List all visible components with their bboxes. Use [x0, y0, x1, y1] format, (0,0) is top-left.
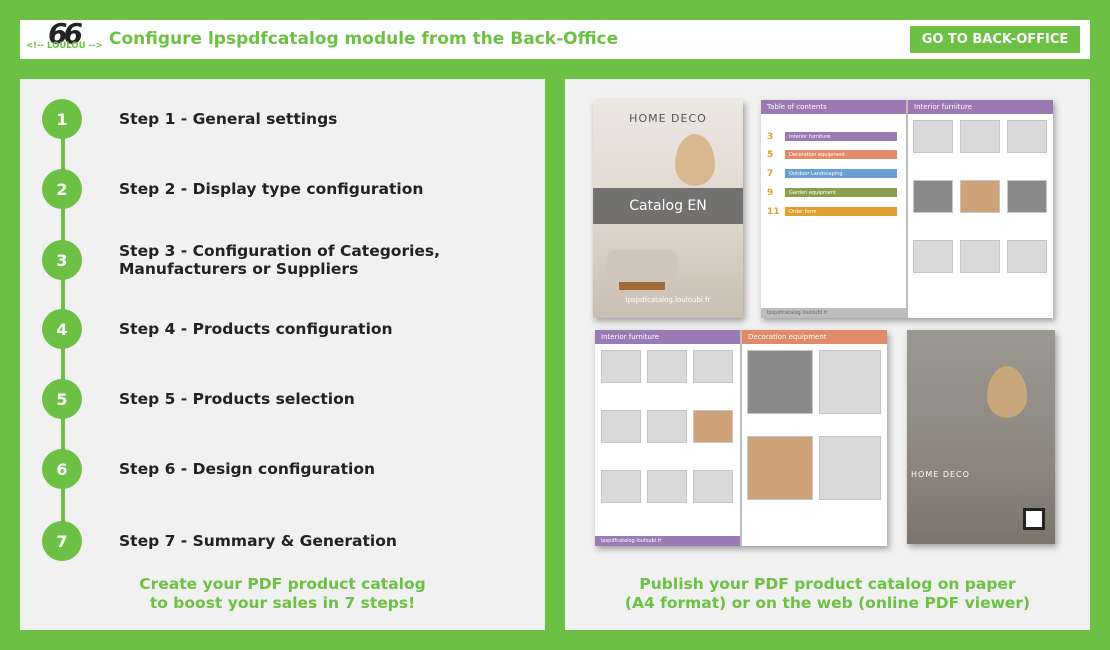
product-thumbnail [747, 350, 813, 414]
catalog-brand: HOME DECO [911, 470, 970, 479]
product-thumbnail [1007, 120, 1047, 153]
step-label: Step 5 - Products selection [119, 390, 355, 408]
section-header: Decoration equipment [742, 330, 887, 344]
toc-page: 3 [767, 131, 774, 142]
step-number-badge: 3 [42, 240, 82, 280]
caption-line: to boost your sales in 7 steps! [149, 594, 416, 612]
toc-label: Outdoor Landscaping [785, 169, 897, 178]
step-label: Step 4 - Products configuration [119, 320, 393, 338]
catalog-products-spread-image: Interior furniture Decoration equipment … [595, 330, 887, 546]
caption-line: Create your PDF product catalog [139, 575, 426, 593]
logo-tagline: <!-- LOULOU --> [26, 41, 103, 51]
step-label: Step 7 - Summary & Generation [119, 532, 397, 550]
product-thumbnail [601, 410, 641, 443]
step-6[interactable]: 6 Step 6 - Design configuration [42, 449, 499, 489]
publish-caption: Publish your PDF product catalog on pape… [565, 575, 1090, 613]
logo[interactable]: 66 <!-- LOULOU --> [26, 17, 114, 57]
toc-label: Garden equipment [785, 188, 897, 197]
catalog-brand: HOME DECO [629, 112, 707, 125]
product-thumbnail [819, 436, 881, 500]
leaf-decoration [987, 366, 1027, 418]
catalog-cover-title: Catalog EN [593, 188, 743, 224]
step-label: Step 2 - Display type configuration [119, 180, 424, 198]
product-thumbnail [1007, 240, 1047, 273]
step-4[interactable]: 4 Step 4 - Products configuration [42, 309, 499, 349]
product-thumbnail [960, 180, 1000, 213]
section-header: Interior furniture [595, 330, 740, 344]
product-thumbnail [960, 120, 1000, 153]
step-label: Step 6 - Design configuration [119, 460, 376, 478]
product-thumbnail [819, 350, 881, 414]
spread-spine [740, 330, 742, 546]
toc-row: 3 Interior furniture [767, 131, 897, 142]
product-thumbnail [913, 120, 953, 153]
qr-code-icon [1023, 508, 1045, 530]
toc-label: Order form [785, 207, 897, 216]
step-number-badge: 1 [42, 99, 82, 139]
step-2[interactable]: 2 Step 2 - Display type configuration [42, 169, 499, 209]
product-thumbnail [647, 350, 687, 383]
toc-label: Decoration equipment [785, 150, 897, 159]
step-number-badge: 5 [42, 379, 82, 419]
catalog-toc-spread-image: Table of contents Interior furniture 3 I… [761, 100, 1053, 318]
product-thumbnail [693, 470, 733, 503]
product-thumbnail [693, 350, 733, 383]
steps-caption: Create your PDF product catalog to boost… [20, 575, 545, 613]
section-header: Interior furniture [908, 100, 1053, 114]
leaf-decoration [675, 134, 715, 186]
caption-line: Publish your PDF product catalog on pape… [639, 575, 1016, 593]
catalog-preview-panel: HOME DECO Catalog EN lpspdfcatalog.loulo… [565, 79, 1090, 630]
catalog-back-cover-image: HOME DECO [907, 330, 1055, 544]
product-thumbnail [913, 180, 953, 213]
catalog-cover-image: HOME DECO Catalog EN lpspdfcatalog.loulo… [593, 100, 743, 318]
product-thumbnail [693, 410, 733, 443]
step-number-badge: 2 [42, 169, 82, 209]
toc-page: 7 [767, 168, 774, 179]
step-5[interactable]: 5 Step 5 - Products selection [42, 379, 499, 419]
toc-header: Table of contents [761, 100, 906, 114]
toc-page: 5 [767, 149, 774, 160]
sofa-illustration [607, 250, 677, 284]
header-bar: 66 <!-- LOULOU --> Configure lpspdfcatal… [20, 17, 1090, 59]
logo-number: 66 [48, 17, 83, 50]
page-title: Configure lpspdfcatalog module from the … [109, 29, 619, 49]
catalog-url: lpspdfcatalog.louloubi.fr [625, 296, 711, 304]
product-thumbnail [647, 410, 687, 443]
go-to-back-office-button[interactable]: GO TO BACK-OFFICE [910, 26, 1080, 53]
toc-row: 7 Outdoor Landscaping [767, 168, 897, 179]
toc-page: 9 [767, 187, 774, 198]
step-number-badge: 6 [42, 449, 82, 489]
product-thumbnail [601, 470, 641, 503]
spread-spine [906, 100, 908, 318]
toc-page: 11 [767, 206, 780, 217]
step-7[interactable]: 7 Step 7 - Summary & Generation [42, 521, 499, 561]
table-illustration [619, 282, 665, 290]
product-thumbnail [913, 240, 953, 273]
product-thumbnail [960, 240, 1000, 273]
toc-label: Interior furniture [785, 132, 897, 141]
step-number-badge: 7 [42, 521, 82, 561]
product-thumbnail [647, 470, 687, 503]
page-footer: lpspdfcatalog.louloubi.fr [595, 536, 740, 546]
product-thumbnail [601, 350, 641, 383]
step-3[interactable]: 3 Step 3 - Configuration of Categories, … [42, 240, 499, 280]
step-number-badge: 4 [42, 309, 82, 349]
step-label: Step 3 - Configuration of Categories, Ma… [119, 242, 441, 278]
toc-row: 9 Garden equipment [767, 187, 897, 198]
steps-panel: 1 Step 1 - General settings 2 Step 2 - D… [20, 79, 545, 630]
product-thumbnail [1007, 180, 1047, 213]
toc-row: 11 Order form [767, 206, 897, 217]
product-thumbnail [747, 436, 813, 500]
page-footer: lpspdfcatalog.louloubi.fr [761, 308, 906, 318]
toc-row: 5 Decoration equipment [767, 149, 897, 160]
step-label: Step 1 - General settings [119, 110, 338, 128]
caption-line: (A4 format) or on the web (online PDF vi… [624, 594, 1031, 612]
step-1[interactable]: 1 Step 1 - General settings [42, 99, 499, 139]
